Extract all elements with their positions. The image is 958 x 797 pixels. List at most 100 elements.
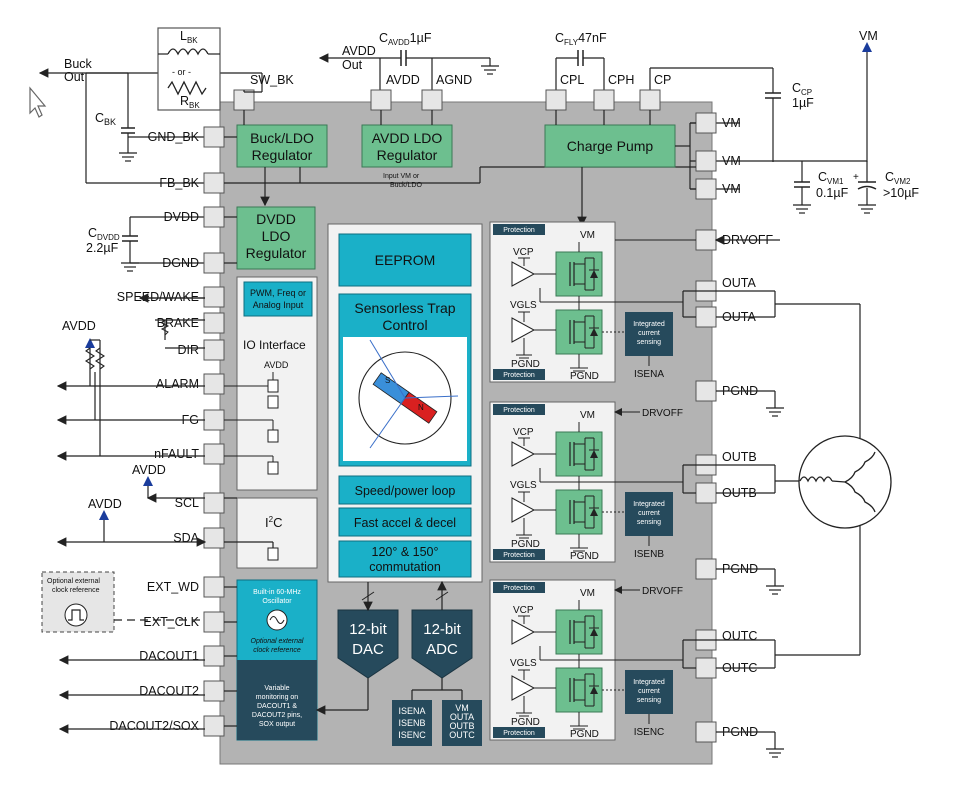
pin-fb-bk: FB_BK: [159, 176, 199, 190]
pgnd-label-low-c: PGND: [511, 717, 540, 728]
buck-ldo-label-1: Buck/LDO: [250, 130, 314, 146]
var-label-2: monitoring on: [256, 694, 299, 701]
c-bk-label: CBK: [95, 111, 116, 127]
isen-label-2: ISENB: [398, 718, 425, 728]
hs-buffer-a: [511, 261, 536, 287]
comm-label-1: 120° & 150°: [372, 545, 439, 559]
avdd-out-label-2: Out: [342, 58, 363, 72]
current-sense-a: [625, 312, 673, 356]
ls-buffer-b: [511, 497, 536, 523]
current-sense-c: [625, 670, 673, 714]
pin-dgnd: DGND: [162, 256, 199, 270]
r-bk-label: RBK: [180, 94, 200, 110]
var-label-5: SOX output: [259, 721, 295, 728]
protection-tag-top-c: [493, 582, 545, 593]
pin-ext-wd: EXT_WD: [147, 580, 199, 594]
pin-ext-clk: EXT_CLK: [143, 615, 199, 629]
fast-accel-block: [338, 507, 472, 537]
vcp-label-b: VCP: [513, 427, 534, 438]
buck-out-label-1: Buck: [64, 57, 93, 71]
vm-label-b: VM: [580, 410, 595, 421]
trap-label-2: Control: [382, 317, 427, 333]
vgls-label-a: VGLS: [510, 300, 537, 311]
io-avdd-label: AVDD: [264, 360, 289, 370]
var-label-3: DACOUT1 &: [257, 703, 297, 710]
osc-label-1: Built-in 60-MHz: [253, 589, 301, 596]
drvoff-label-b: DRVOFF: [642, 408, 683, 419]
pin-dacout1: DACOUT1: [139, 649, 199, 663]
c-dvdd-label: CDVDD: [88, 226, 120, 242]
io-transistors: [224, 372, 279, 475]
pin-dacout2-sox: DACOUT2/SOX: [109, 719, 199, 733]
vgls-label-c: VGLS: [510, 658, 537, 669]
c-vm2-label: CVM2: [885, 170, 911, 186]
vmo-label-1: VM: [455, 703, 469, 713]
protection-tag-bottom-b: [493, 549, 545, 560]
avdd-ldo-label-2: Regulator: [377, 147, 438, 163]
avdd-pullup-label-2: AVDD: [132, 463, 166, 477]
pwm-label-2: Analog Input: [253, 300, 304, 310]
pin-dir: DIR: [177, 343, 199, 357]
rotor-s: S: [385, 376, 390, 385]
protection-label-bottom-a: Protection: [503, 372, 535, 379]
c-cp-value: 1µF: [792, 96, 814, 110]
pin-avdd: AVDD: [386, 73, 420, 87]
isen-inputs-block: [392, 700, 432, 746]
square-wave-icon: [68, 609, 84, 621]
pin-cph: CPH: [608, 73, 634, 87]
ics-label-3-c: sensing: [637, 697, 661, 704]
l-bk-label: LBK: [180, 29, 198, 45]
pgnd-label-fet-b: PGND: [570, 551, 599, 562]
c-vm1-label: CVM1: [818, 170, 844, 186]
protection-tag-top-a: [493, 224, 545, 235]
adc-label-2: ADC: [426, 641, 458, 658]
opt-clk-label-2: clock reference: [253, 647, 301, 654]
input-vm-label-2: Buck/LDO: [390, 182, 422, 189]
c-vm1-value: 0.1µF: [816, 186, 849, 200]
protection-tag-top-b: [493, 404, 545, 415]
speed-loop-block: [338, 475, 472, 505]
vmo-label-3: OUTB: [449, 721, 474, 731]
mouse-cursor-icon: [29, 86, 47, 118]
var-label-4: DACOUT2 pins,: [252, 712, 302, 719]
c-dvdd-value: 2.2µF: [86, 241, 119, 255]
ics-label-2-c: current: [638, 688, 660, 695]
pin-outa-1: OUTA: [722, 276, 756, 290]
eeprom-label: EEPROM: [375, 252, 436, 268]
vcp-label-a: VCP: [513, 247, 534, 258]
ics-label-1-c: Integrated: [633, 679, 665, 686]
vmo-label-4: OUTC: [449, 730, 475, 740]
speed-loop-label: Speed/power loop: [355, 484, 456, 498]
opt-clk-label-1: Optional external: [251, 638, 304, 645]
eeprom-block: [338, 233, 472, 287]
protection-label-top-b: Protection: [503, 407, 535, 414]
right-pins: [695, 112, 717, 743]
protection-label-bottom-c: Protection: [503, 730, 535, 737]
pin-vm-2: VM: [722, 154, 741, 168]
pin-speed-wake: SPEED/WAKE: [117, 290, 199, 304]
avdd-out-label-1: AVDD: [342, 44, 376, 58]
buck-ldo-regulator: [236, 124, 328, 168]
vm-out-inputs-block: [442, 700, 482, 746]
isen-out-label-b: ISENB: [634, 549, 664, 560]
inductor-resistor-box: [157, 27, 221, 111]
protection-label-bottom-b: Protection: [503, 552, 535, 559]
avdd-ldo-regulator: [361, 124, 453, 168]
pin-sda: SDA: [173, 531, 199, 545]
pin-agnd: AGND: [436, 73, 472, 87]
resistor-symbol: [167, 80, 207, 96]
adc-block: [411, 609, 473, 679]
charge-pump: [544, 124, 676, 168]
c-avdd-label: CAVDD1µF: [379, 31, 432, 47]
ics-label-2-b: current: [638, 510, 660, 517]
isen-label-1: ISENA: [398, 706, 425, 716]
ics-label-1-b: Integrated: [633, 501, 665, 508]
pin-vm-1: VM: [722, 116, 741, 130]
dvdd-label-1: DVDD: [256, 211, 296, 227]
commutation-block: [338, 540, 472, 578]
dac-label-1: 12-bit: [349, 621, 387, 638]
hs-buffer-b: [511, 441, 536, 467]
pgnd-label-low-b: PGND: [511, 539, 540, 550]
vgls-label-b: VGLS: [510, 480, 537, 491]
